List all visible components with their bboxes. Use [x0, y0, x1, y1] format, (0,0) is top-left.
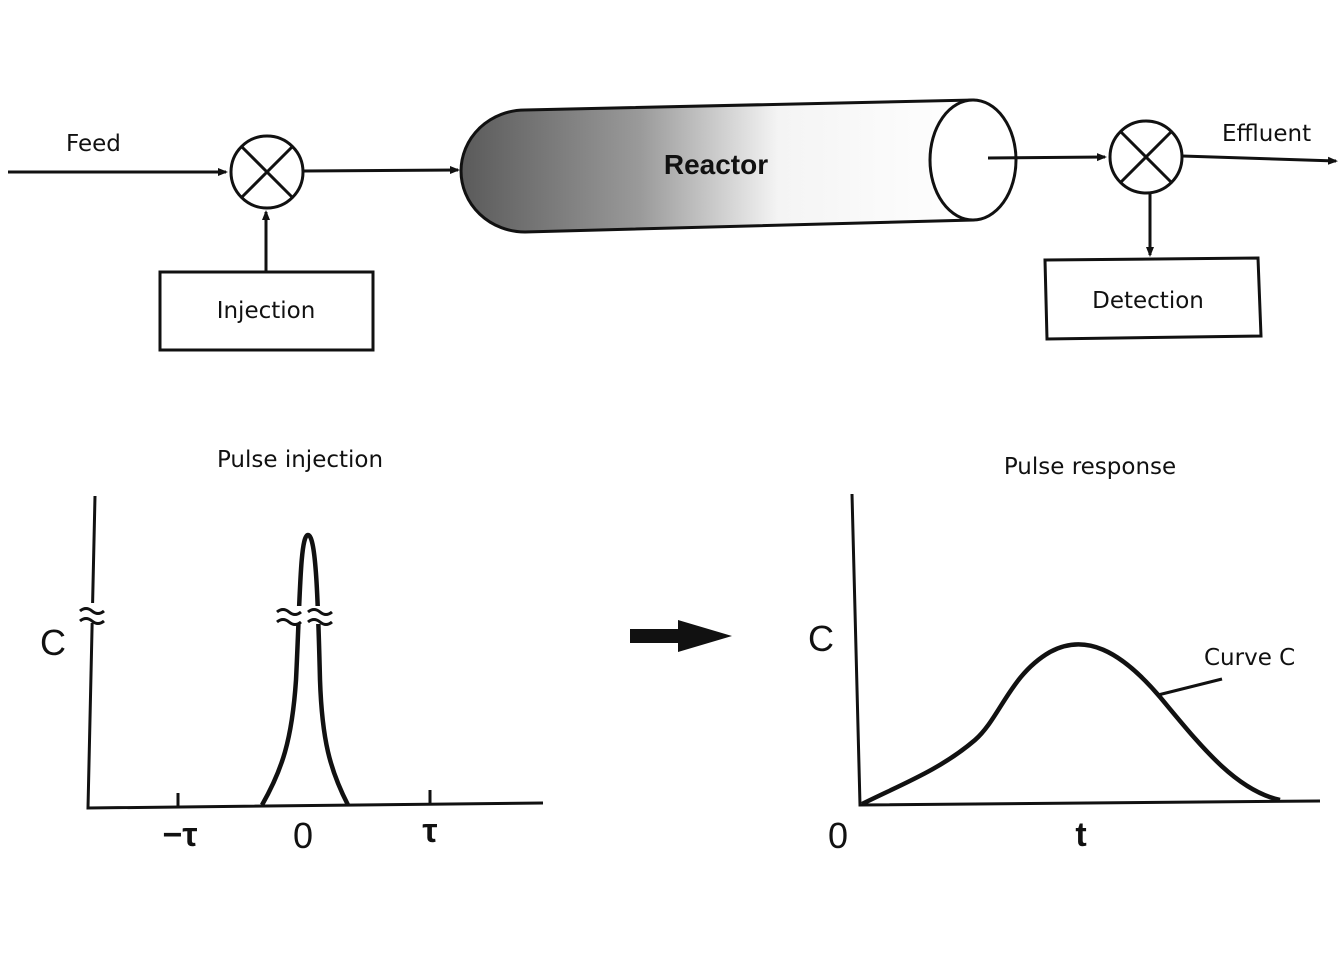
- detection-box: [1043, 256, 1263, 341]
- injection-label: Injection: [217, 298, 316, 324]
- pulse-response-origin-label: 0: [828, 815, 848, 856]
- y-axis-break-icon: [79, 603, 106, 625]
- pulse-injection-title: Pulse injection: [217, 447, 383, 473]
- pulse-response-axes: [850, 493, 1321, 807]
- injection-mixer-icon: [229, 134, 305, 210]
- pulse-response-x-label: t: [1075, 816, 1086, 854]
- reactor-to-mixer-arrow: [987, 153, 1107, 162]
- transform-arrow-icon: [630, 620, 732, 652]
- mixer-to-reactor-arrow: [302, 166, 460, 175]
- pulse-injection-y-label: C: [40, 622, 66, 663]
- pulse-break-icon: [276, 606, 333, 626]
- pulse-response-title: Pulse response: [1004, 454, 1176, 480]
- pulse-response-y-label: C: [808, 618, 834, 659]
- reactor-label: Reactor: [664, 149, 768, 180]
- effluent-label: Effluent: [1222, 121, 1311, 147]
- curve-label-leader: [1157, 677, 1223, 697]
- reactor-cylinder: [459, 98, 1018, 234]
- response-curve: [860, 642, 1281, 807]
- tick-label-tau: τ: [422, 812, 437, 850]
- detection-mixer-icon: [1108, 119, 1184, 195]
- detection-label: Detection: [1092, 288, 1204, 314]
- tick-label-neg-tau: −τ: [162, 816, 197, 854]
- curve-label: Curve C: [1204, 645, 1295, 671]
- feed-label: Feed: [66, 131, 121, 157]
- pulse-injection-curve: [260, 532, 351, 807]
- effluent-arrow: [1181, 154, 1338, 165]
- tick-label-zero: 0: [293, 815, 313, 856]
- pulse-injection-axes: [86, 495, 544, 810]
